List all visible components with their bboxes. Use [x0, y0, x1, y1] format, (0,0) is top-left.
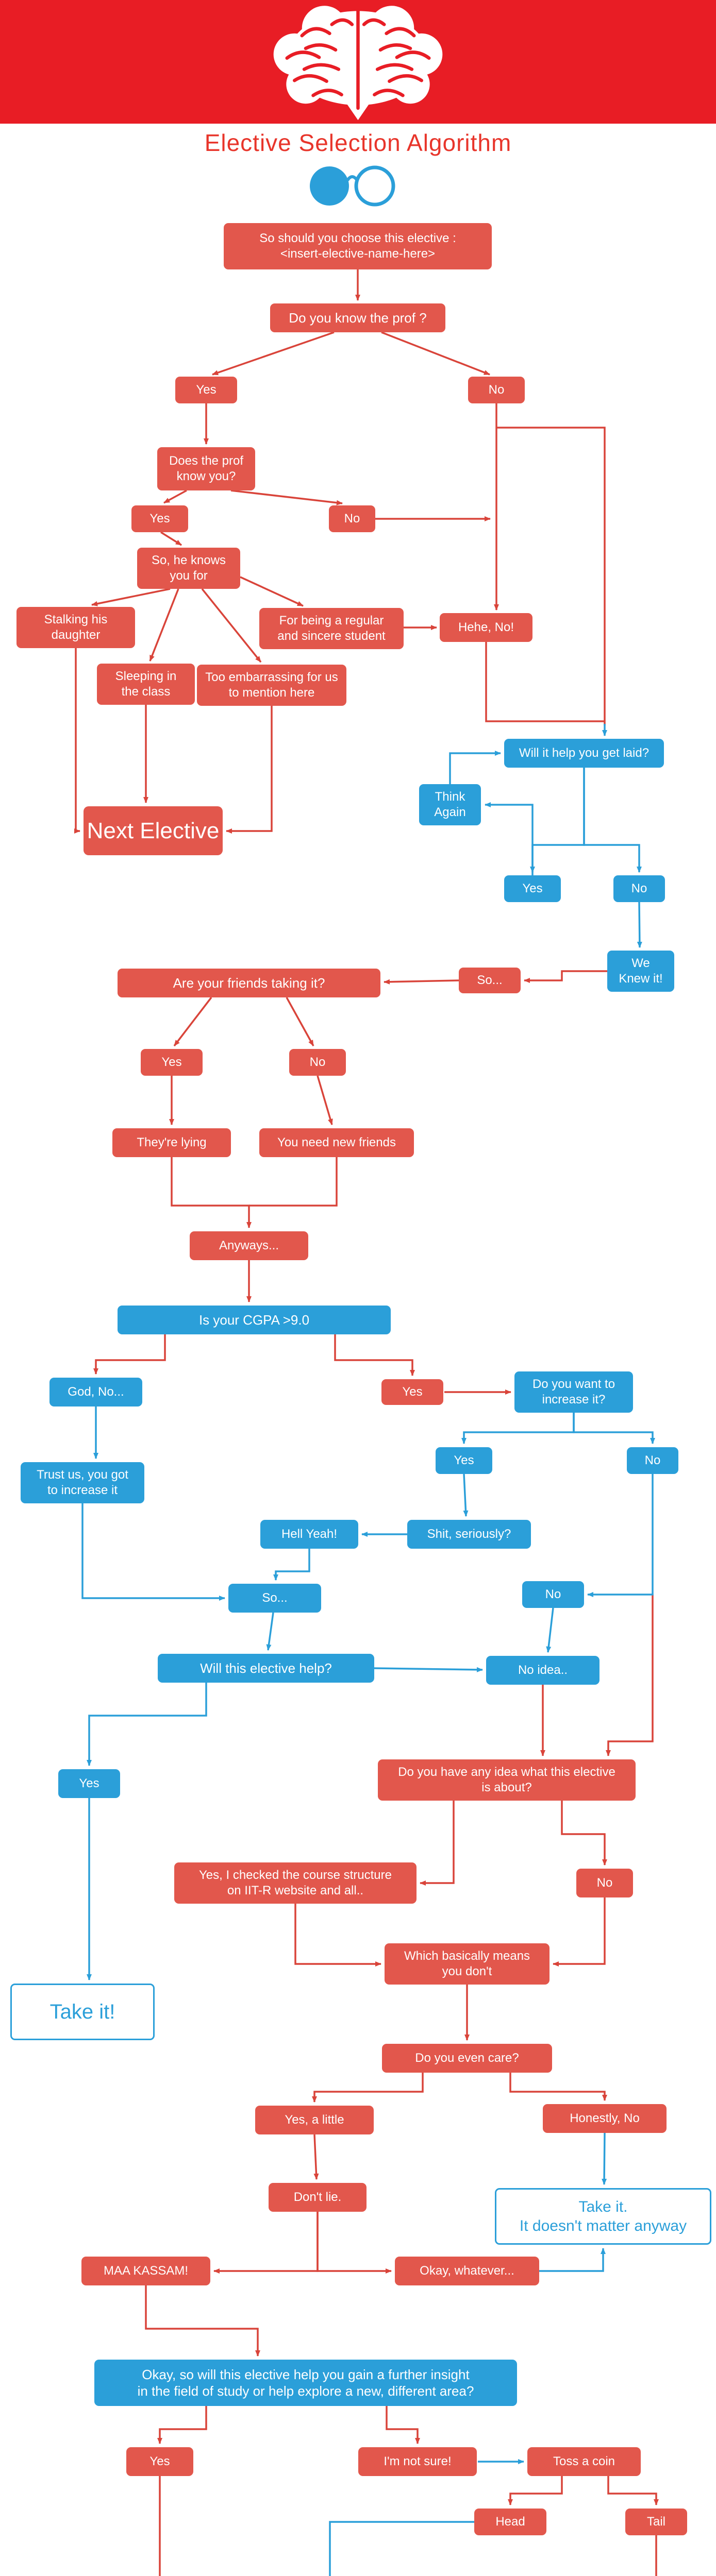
node-intro: So should you choose this elective : <in… — [224, 223, 492, 269]
node-any-idea-about: Do you have any idea what this elective … — [378, 1759, 636, 1801]
node-sleeping-in-class: Sleeping in the class — [97, 664, 195, 705]
node-cgpa: Is your CGPA >9.0 — [118, 1306, 391, 1334]
node-tail: Tail — [625, 2509, 687, 2535]
brain-icon — [256, 2, 460, 122]
arrows — [74, 269, 659, 2576]
node-means-you-dont: Which basically means you don't — [385, 1943, 550, 1985]
node-yes-laid: Yes — [504, 875, 561, 902]
node-no-laid: No — [613, 875, 665, 902]
node-we-knew-it: We Knew it! — [607, 951, 674, 992]
node-next-elective-1: Next Elective — [84, 806, 223, 855]
node-yes-prof-knows: Yes — [131, 505, 188, 532]
node-trust-us: Trust us, you got to increase it — [21, 1462, 144, 1503]
node-think-again: Think Again — [419, 784, 481, 825]
node-yes-increase: Yes — [436, 1447, 492, 1474]
node-want-increase: Do you want to increase it? — [514, 1371, 633, 1413]
node-so-1: So... — [459, 968, 521, 993]
node-further-insight: Okay, so will this elective help you gai… — [94, 2360, 517, 2406]
node-shit-seriously: Shit, seriously? — [407, 1520, 531, 1549]
node-knows-you-for: So, he knows you for — [137, 548, 240, 589]
node-no-idea: No idea.. — [486, 1656, 600, 1685]
node-checked-course: Yes, I checked the course structure on I… — [174, 1862, 417, 1904]
node-yes-friends: Yes — [141, 1049, 203, 1076]
glasses-icon — [291, 158, 425, 214]
node-head: Head — [474, 2509, 546, 2535]
node-no-know-prof: No — [468, 377, 525, 403]
node-yes-know-prof: Yes — [175, 377, 237, 403]
node-theyre-lying: They're lying — [112, 1128, 231, 1157]
node-get-laid: Will it help you get laid? — [504, 739, 664, 768]
node-dont-lie: Don't lie. — [269, 2183, 367, 2212]
node-regular-sincere: For being a regular and sincere student — [259, 608, 404, 649]
node-anyways: Anyways... — [190, 1231, 308, 1260]
node-stalking-daughter: Stalking his daughter — [16, 607, 135, 648]
node-take-it-doesnt-matter: Take it. It doesn't matter anyway — [495, 2188, 711, 2245]
node-yes-a-little: Yes, a little — [255, 2106, 374, 2134]
node-prof-know-you: Does the prof know you? — [157, 447, 255, 490]
node-no-increase: No — [627, 1447, 678, 1474]
node-yes-cgpa: Yes — [381, 1379, 443, 1405]
node-yes-help: Yes — [58, 1769, 120, 1798]
node-no-idea-about: No — [576, 1869, 633, 1897]
node-hell-yeah: Hell Yeah! — [260, 1520, 358, 1549]
node-no-still: No — [522, 1581, 584, 1608]
node-will-elective-help: Will this elective help? — [158, 1654, 374, 1683]
node-yes-insight: Yes — [126, 2447, 193, 2476]
header-banner — [0, 0, 716, 124]
node-so-2: So... — [228, 1584, 321, 1613]
node-friends-taking: Are your friends taking it? — [118, 969, 380, 997]
node-need-new-friends: You need new friends — [259, 1128, 414, 1157]
node-hehe-no: Hehe, No! — [440, 613, 532, 642]
node-no-prof-knows: No — [329, 505, 375, 532]
node-take-it-1: Take it! — [10, 1984, 155, 2040]
node-maa-kassam: MAA KASSAM! — [81, 2257, 210, 2285]
node-honestly-no: Honestly, No — [543, 2104, 667, 2133]
node-know-prof: Do you know the prof ? — [270, 303, 445, 332]
node-god-no: God, No... — [49, 1378, 142, 1406]
node-do-you-care: Do you even care? — [382, 2044, 552, 2073]
node-too-embarrassing: Too embarrassing for us to mention here — [197, 665, 346, 706]
node-okay-whatever: Okay, whatever... — [395, 2257, 539, 2285]
node-no-friends: No — [289, 1049, 346, 1076]
node-toss-a-coin: Toss a coin — [527, 2447, 641, 2476]
page-title: Elective Selection Algorithm — [204, 129, 512, 156]
node-im-not-sure: I'm not sure! — [358, 2447, 477, 2476]
